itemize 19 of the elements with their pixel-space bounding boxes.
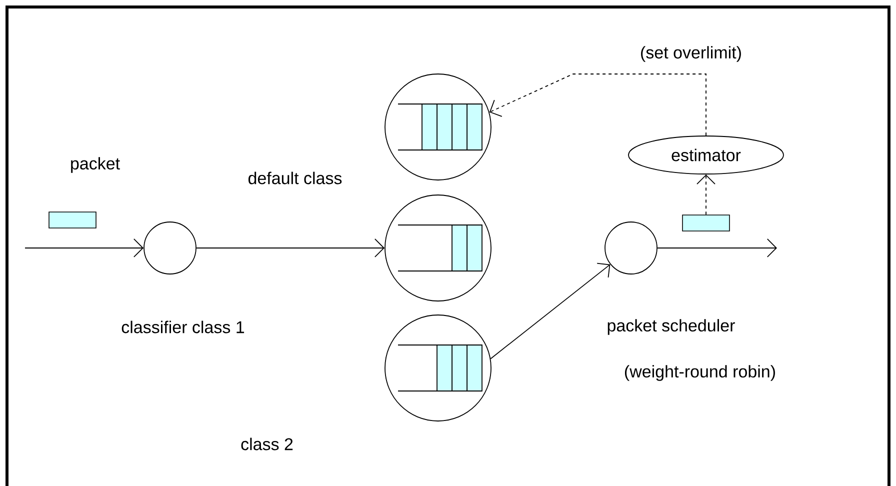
text-label: class 2 [241, 438, 293, 450]
queue-circle [384, 74, 492, 180]
node-circle [144, 222, 196, 274]
queue-circle [384, 314, 492, 422]
text-label: (weight-round robin) [625, 365, 775, 381]
arrow [489, 74, 706, 136]
queue-circle [384, 194, 492, 302]
arrow [24, 238, 144, 258]
packet-icon [682, 214, 730, 232]
arrow [196, 238, 385, 258]
text-label: packet [71, 157, 120, 173]
text-label: default class [248, 172, 342, 184]
arrow [490, 262, 610, 360]
node-circle [604, 222, 658, 274]
edge-label: (set overlimit) [639, 45, 743, 63]
text-label: classifier class 1 [122, 320, 244, 334]
arrow [657, 238, 777, 258]
arrow [696, 174, 716, 216]
text-label: packet scheduler [608, 319, 735, 335]
